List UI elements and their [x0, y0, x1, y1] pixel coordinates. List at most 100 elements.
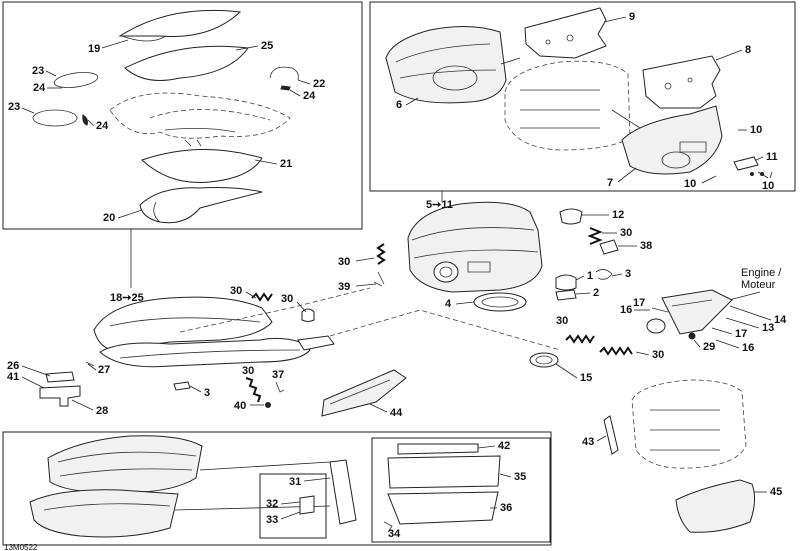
callout-7: 7 [607, 177, 613, 189]
part-34-clip [383, 521, 393, 533]
part-38-bracket [599, 239, 619, 255]
callout-41: 41 [7, 371, 19, 383]
part-20-shield [139, 187, 263, 224]
callout-3-right: 3 [625, 268, 631, 280]
callout-31: 31 [289, 476, 301, 488]
callout-27: 27 [98, 364, 110, 376]
callout-30-left-upper: 30 [230, 285, 242, 297]
part-43-gasket [603, 415, 619, 455]
part-30-spring-lower [245, 377, 262, 403]
callout-28: 28 [96, 405, 108, 417]
part-26-bracket [45, 371, 75, 383]
callout-30-lower-right-a: 30 [556, 315, 568, 327]
part-6-cover [385, 25, 507, 104]
callout-5-11: 5➙11 [426, 199, 453, 211]
callout-29: 29 [703, 341, 715, 353]
part-9-plate [524, 7, 607, 59]
part-15-gasket [529, 352, 559, 368]
callout-26: 26 [7, 360, 19, 372]
part-7-cover [621, 105, 723, 175]
engine-label-line2: Moteur [741, 279, 776, 291]
callout-6: 6 [396, 99, 402, 111]
callout-45: 45 [770, 486, 782, 498]
inset-frame-bottom-panels [2, 431, 552, 546]
part-25-shield [124, 45, 249, 81]
callout-17-right: 17 [735, 328, 747, 340]
part-30-grommet-left [301, 308, 315, 322]
callout-32: 32 [266, 498, 278, 510]
callout-19: 19 [88, 43, 100, 55]
callout-33: 33 [266, 514, 278, 526]
part-39-rod [373, 271, 385, 287]
callout-16-lower: 16 [742, 342, 754, 354]
callout-30-left-lower: 30 [242, 365, 254, 377]
callout-30-mid-right: 30 [620, 227, 632, 239]
part-27-stud [85, 361, 95, 367]
callout-11: 11 [766, 151, 778, 163]
engine-label-line1: Engine / [741, 267, 782, 279]
callout-23-lower: 23 [8, 101, 20, 113]
part-16-stud-upper [651, 307, 669, 313]
part-4-gasket [473, 292, 527, 312]
part-3-clip-right [595, 269, 613, 280]
part-28-bracket [39, 385, 81, 407]
callout-40: 40 [234, 400, 246, 412]
inset-frame-muffler-covers [369, 1, 796, 192]
part-23-clamp-lower [32, 109, 88, 127]
inset-frame-heat-shields [2, 1, 363, 230]
callout-24-upper-left: 24 [33, 82, 46, 94]
part-45-shield [675, 479, 756, 533]
part-13-flange [661, 289, 733, 335]
callout-43: 43 [582, 436, 594, 448]
part-19-shield [118, 9, 242, 42]
callout-16-upper: 16 [620, 304, 632, 316]
part-5-muffler [407, 201, 543, 293]
part-40-nut [265, 402, 271, 408]
callout-21: 21 [280, 158, 292, 170]
part-31-panel [329, 459, 357, 525]
callout-20: 20 [103, 212, 115, 224]
part-37-clip [275, 381, 285, 393]
part-8-plate [642, 55, 721, 109]
callout-13: 13 [762, 322, 774, 334]
callout-44: 44 [390, 407, 403, 419]
callout-37: 37 [272, 369, 284, 381]
callout-9: 9 [629, 11, 635, 23]
callout-24-upper-right: 24 [303, 90, 316, 102]
part-30-spring-left-a [251, 292, 273, 302]
part-33-clip [299, 495, 315, 515]
part-muffler-bottom-left [47, 435, 203, 493]
callout-22: 22 [313, 78, 325, 90]
part-12-grommet [559, 208, 583, 225]
part-21-shield [141, 149, 263, 184]
callout-25: 25 [261, 40, 273, 52]
part-muffler-bottom-left-2 [29, 489, 179, 538]
part-muffler-lower-right [631, 379, 747, 469]
part-22-clamp [269, 66, 299, 91]
group-frame-32-33 [259, 473, 327, 539]
callout-36: 36 [500, 502, 512, 514]
callout-12: 12 [612, 209, 624, 221]
callout-23-upper: 23 [32, 65, 44, 77]
callout-10-right: 10 [762, 180, 774, 192]
part-23-clamp-upper [53, 72, 99, 88]
part-11-pad [733, 156, 764, 176]
part-30-spring-a [587, 227, 603, 245]
part-muffler-ghost [504, 60, 631, 151]
part-3-clip-left [173, 381, 191, 391]
callout-34: 34 [388, 528, 401, 540]
callout-4: 4 [445, 298, 452, 310]
callout-30-left-grommet: 30 [281, 293, 293, 305]
part-18-muffler [93, 296, 335, 368]
callout-1: 1 [587, 270, 593, 282]
callout-24-lower: 24 [96, 120, 109, 132]
callout-10-lower: 10 [684, 178, 696, 190]
group-frame-34-36 [371, 437, 551, 543]
callout-30-mid-left: 30 [338, 256, 350, 268]
callout-38: 38 [640, 240, 652, 252]
callout-2: 2 [593, 287, 599, 299]
part-2-bushing [555, 289, 577, 301]
part-29-ring [646, 318, 696, 340]
callout-39: 39 [338, 281, 350, 293]
callout-17-left: 17 [633, 297, 645, 309]
